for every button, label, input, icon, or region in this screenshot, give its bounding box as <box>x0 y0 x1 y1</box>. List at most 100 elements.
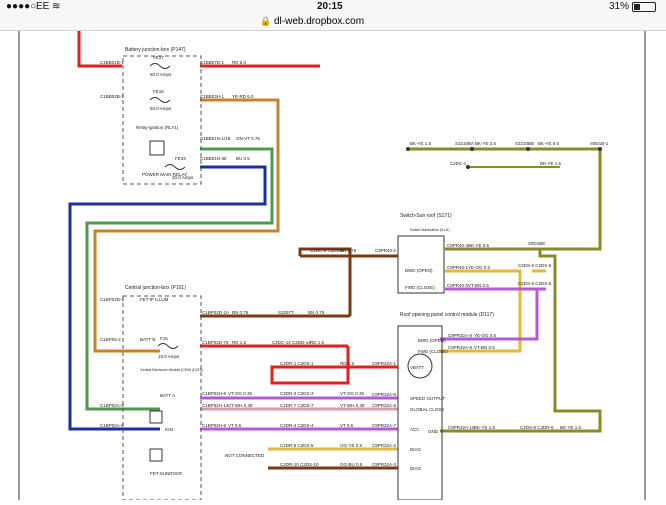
battery-junction-box <box>122 55 202 185</box>
label: C1BB01N-38 <box>200 156 227 161</box>
label: VT-OG 0.35 <box>228 391 253 396</box>
label: C9PR32A-6 <box>372 392 397 397</box>
label: FET-IP ILLUM <box>140 297 169 302</box>
wire-violet-close <box>440 287 539 341</box>
label: C1BB03H-1 <box>200 94 225 99</box>
label: FWD (CLOSE) <box>405 285 435 290</box>
label: BU 0.5 <box>236 156 250 161</box>
label: BK-YE 1.5 <box>540 161 562 166</box>
address-bar[interactable]: 🔒 dl-web.dropbox.com <box>0 14 666 31</box>
label: S3210BA <box>455 141 474 146</box>
label: 60.0 Amps <box>150 72 172 77</box>
lock-icon: 🔒 <box>260 16 272 26</box>
label: DIAG <box>410 447 422 452</box>
label: C1BP02A-8 <box>100 423 124 428</box>
wiring-diagram-svg: Battery junction-box (P147) C1BB01B-1 C1… <box>18 31 646 501</box>
wifi-icon: ≋ <box>52 1 61 12</box>
label: BK-YE 2.5 <box>475 141 497 146</box>
label: S3210BB <box>515 141 534 146</box>
label: RD 6.0 <box>232 60 247 65</box>
label: C1BP02D-2A <box>202 310 229 315</box>
label: BK-YE 0.5 <box>468 243 490 248</box>
label: VT-BN 0.5 <box>468 283 489 288</box>
label: BATT B <box>140 337 155 342</box>
wire-orange <box>93 98 280 353</box>
label: C2DR-5 C2DS-5 <box>280 443 314 448</box>
label: C2DS-6 C2DS-5 <box>518 281 552 286</box>
label: C2DS-6 C3DR-6 <box>520 425 554 430</box>
label: BN 0.75 <box>232 310 249 315</box>
label: 60.0 Amps <box>150 106 172 111</box>
label: C9PR32A-5 <box>372 403 397 408</box>
label: C1BB01N-1/18 <box>200 136 231 141</box>
label: C9PR32A-7 <box>372 423 397 428</box>
label: C1BB02B-1 <box>100 94 124 99</box>
label: VT-WH 0.35 <box>340 403 365 408</box>
label: YE-OG 0.5 <box>474 333 497 338</box>
label: C9PR40-1 <box>447 265 469 270</box>
label: VT 0.5 <box>340 423 354 428</box>
label: SPEED OUTPUT <box>410 396 445 401</box>
label: BATT A <box>160 393 175 398</box>
label: DIAG <box>410 466 422 471</box>
label: C1BP02H-8 <box>202 423 227 428</box>
battery-percent: 31% <box>609 1 630 12</box>
label: FE17 <box>153 55 164 60</box>
label: C1BP02H-14 <box>202 403 229 408</box>
label: Central Electronic Module (CEM) (D218) <box>140 368 203 372</box>
label: C2DC-14 C2DD-14 <box>272 340 311 345</box>
wire-red-top <box>77 31 122 68</box>
label: C1BP02-2 <box>100 337 121 342</box>
label: S9D1BE <box>528 241 545 246</box>
label: C2DR-7 C2DS-7 <box>280 403 314 408</box>
label: RD 1.5 <box>310 340 325 345</box>
label: C9PR40-3 <box>447 283 469 288</box>
label: BN 0.75 <box>340 248 357 253</box>
label: BWD (OPEN) <box>418 338 446 343</box>
label: YE-RD 6.0 <box>232 94 254 99</box>
wire-olive-roof-gnd <box>440 249 602 433</box>
label: POWER MAIN RELAY <box>142 172 187 177</box>
label: C9PR32A-1 <box>372 361 397 366</box>
signal-icon: ●●●●○ <box>6 1 37 12</box>
label: GLOBAL CLOSE <box>410 407 444 412</box>
label: C2DR-3 C2DS-3 <box>280 391 314 396</box>
label: OG-YE 0.5 <box>340 443 363 448</box>
label: C2DS-6 C2DS-6 <box>518 263 552 268</box>
label: C9PR32A-2 <box>372 443 397 448</box>
label: C9PR32A-3 <box>372 462 397 467</box>
label: Relay-ignition (RLY1) <box>136 125 179 130</box>
label: BK-YE 1.5 <box>410 141 432 146</box>
wire-yellow-open <box>440 269 522 353</box>
label: FE34 <box>175 156 186 161</box>
label: C9PR40-2 <box>375 248 397 253</box>
label: C2DR-1 C2DS-1 <box>280 361 314 366</box>
battery-icon <box>632 2 656 12</box>
label: VT-BN 0.5 <box>474 345 495 350</box>
label: VBATT <box>410 365 424 370</box>
central-junction-box <box>122 295 202 501</box>
switch-sunroof-box <box>397 235 445 294</box>
label: C1BB07D-1 <box>200 60 225 65</box>
label: FET-SUNROOF <box>150 471 183 476</box>
label: IGN <box>165 427 173 432</box>
label: Switch illumination (ILLU) <box>410 228 450 232</box>
label: C9PR40-4 <box>447 243 469 248</box>
wire-red-vbatt <box>270 346 398 385</box>
label: BK-YE 1.5 <box>474 425 496 430</box>
label: GN-VT 0.75 <box>236 136 260 141</box>
wire-green <box>85 147 274 411</box>
label: FE16 <box>153 89 164 94</box>
roof-module-title: Roof opening panel control module (D117) <box>400 312 494 318</box>
carrier-label: EE <box>36 1 50 12</box>
label: VT 0.5 <box>228 423 242 428</box>
label: BK-YE 1.5 <box>560 425 582 430</box>
label: C9PR32A-8 <box>448 345 473 350</box>
label: C1BB01B-1 <box>100 60 124 65</box>
label: RD 1.5 <box>232 340 247 345</box>
label: C2DR-10 C2DS-10 <box>280 462 319 467</box>
label: C2DR-4 C2DS-4 <box>280 423 314 428</box>
clock: 20:15 <box>317 1 343 12</box>
label: F15 <box>160 336 168 341</box>
switch-title: Switch-Sun roof (S171) <box>400 213 452 219</box>
